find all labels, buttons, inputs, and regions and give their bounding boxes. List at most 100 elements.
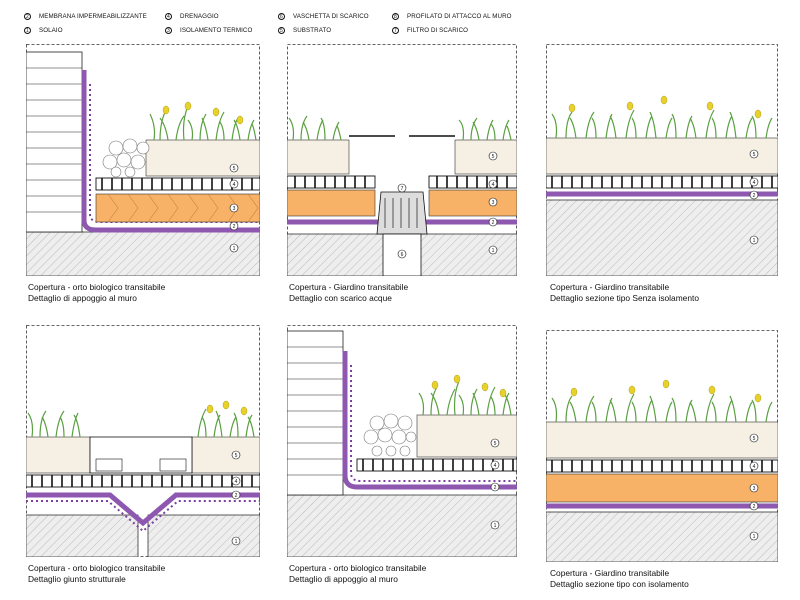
panel-wall-detail-garden-bottom: 5 4 2 1 Copertura - orto biologico trans… — [287, 325, 517, 584]
plants — [149, 105, 257, 141]
svg-text:5: 5 — [753, 152, 756, 158]
substrate-right — [191, 436, 260, 474]
panel-subtitle: Dettaglio con scarico acque — [289, 293, 392, 303]
insulation-layer-left — [287, 189, 376, 217]
panel-title: Copertura - orto biologico transitabile — [28, 282, 166, 292]
svg-text:2: 2 — [753, 193, 756, 199]
svg-text:2: 2 — [492, 220, 495, 226]
svg-text:1: 1 — [233, 246, 236, 252]
svg-text:6: 6 — [401, 252, 404, 258]
substrate-left — [26, 436, 91, 474]
drain-filter — [376, 191, 428, 235]
panel-title: Copertura - Giardino transitabile — [550, 282, 670, 292]
slab-layer — [26, 231, 260, 276]
slab-right — [147, 514, 260, 557]
layer-markers: 5 4 2 1 — [490, 438, 500, 530]
svg-text:5: 5 — [492, 154, 495, 160]
svg-text:2: 2 — [235, 493, 238, 499]
substrate-layer — [546, 137, 778, 175]
legend-number-2: 2 — [24, 13, 31, 20]
legend-number-4: 4 — [165, 13, 172, 20]
svg-text:1: 1 — [492, 248, 495, 254]
svg-text:4: 4 — [235, 479, 238, 485]
panel-caption: Copertura - Giardino transitabile Dettag… — [289, 282, 408, 304]
panel-title: Copertura - Giardino transitabile — [550, 568, 670, 578]
section-drawing: 5 4 3 2 1 7 6 — [287, 44, 517, 276]
gravel — [102, 138, 150, 178]
svg-text:5: 5 — [233, 166, 236, 172]
legend-item-insulation: 3 ISOLAMENTO TERMICO — [165, 27, 252, 34]
legend-number-1: 1 — [24, 27, 31, 34]
panel-wall-detail-garden-top: 5 4 3 2 1 Copertura - orto biologico tra… — [26, 44, 260, 303]
svg-text:2: 2 — [753, 504, 756, 510]
panel-subtitle: Dettaglio sezione tipo con isolamento — [550, 579, 689, 589]
legend-number-3: 3 — [165, 27, 172, 34]
flowers — [162, 101, 244, 125]
gravel — [363, 413, 417, 457]
substrate-layer — [546, 421, 778, 459]
legend-label: FILTRO DI SCARICO — [407, 27, 469, 34]
drainage-layer-left — [287, 175, 376, 189]
svg-text:5: 5 — [494, 441, 497, 447]
panel-caption: Copertura - orto biologico transitabile … — [289, 563, 426, 585]
svg-text:1: 1 — [753, 238, 756, 244]
panel-caption: Copertura - Giardino transitabile Dettag… — [550, 282, 699, 304]
legend-label: ISOLAMENTO TERMICO — [180, 27, 253, 34]
drainage-layer — [95, 177, 260, 191]
slab-layer — [287, 494, 517, 557]
section-drawing: 5 4 2 1 — [26, 325, 260, 557]
plants — [551, 109, 773, 139]
plants — [551, 393, 773, 423]
layer-markers: 5 4 2 1 — [231, 450, 241, 546]
legend-item-slab: 1 SOLAIO — [24, 27, 63, 34]
substrate-layer — [416, 414, 517, 458]
slab-layer — [546, 199, 778, 276]
svg-text:1: 1 — [494, 523, 497, 529]
legend-label: VASCHETTA DI SCARICO — [293, 13, 369, 20]
svg-text:5: 5 — [753, 436, 756, 442]
svg-text:1: 1 — [235, 539, 238, 545]
section-drawing: 5 4 3 2 1 — [546, 330, 778, 562]
drainage-layer-right — [428, 175, 517, 189]
svg-text:3: 3 — [492, 200, 495, 206]
panel-caption: Copertura - Giardino transitabile Dettag… — [550, 568, 689, 590]
layer-markers: 5 4 2 1 — [749, 149, 759, 245]
svg-text:2: 2 — [233, 224, 236, 230]
legend-label: MEMBRANA IMPERMEABILIZZANTE — [39, 13, 147, 20]
legend-item-membrane: 2 MEMBRANA IMPERMEABILIZZANTE — [24, 13, 147, 20]
layer-markers: 5 4 3 2 1 7 6 — [397, 151, 498, 259]
svg-text:4: 4 — [753, 180, 756, 186]
flowers — [206, 400, 248, 416]
panel-subtitle: Dettaglio di appoggio al muro — [289, 574, 398, 584]
layer-markers: 5 4 3 2 1 — [749, 433, 759, 541]
panel-subtitle: Dettaglio sezione tipo Senza isolamento — [550, 293, 699, 303]
membrane-dots — [89, 84, 260, 223]
panel-drain-detail: 5 4 3 2 1 7 6 Copertura - Giardino trans… — [287, 44, 517, 303]
legend-label: SOLAIO — [39, 27, 63, 34]
membrane-upturn — [81, 70, 260, 233]
svg-text:3: 3 — [753, 486, 756, 492]
legend-label: PROFILATO DI ATTACCO AL MURO — [407, 13, 512, 20]
panel-subtitle: Dettaglio giunto strutturale — [28, 574, 126, 584]
section-drawing: 5 4 3 2 1 — [26, 44, 260, 276]
membrane-joint-dots — [26, 500, 260, 533]
legend-number-5: 5 — [278, 27, 285, 34]
svg-text:5: 5 — [235, 453, 238, 459]
membrane-upturn — [342, 351, 517, 490]
svg-text:2: 2 — [494, 485, 497, 491]
flowers — [431, 374, 507, 398]
panel-title: Copertura - Giardino transitabile — [289, 282, 409, 292]
substrate-layer — [145, 139, 260, 177]
panel-structural-joint: 5 4 2 1 Copertura - orto biologico trans… — [26, 325, 260, 584]
slab-left — [26, 514, 139, 557]
insulation-layer-right — [428, 189, 517, 217]
insulation-layer — [546, 473, 778, 503]
wall — [287, 330, 344, 496]
layer-markers: 5 4 3 2 1 — [229, 163, 239, 253]
